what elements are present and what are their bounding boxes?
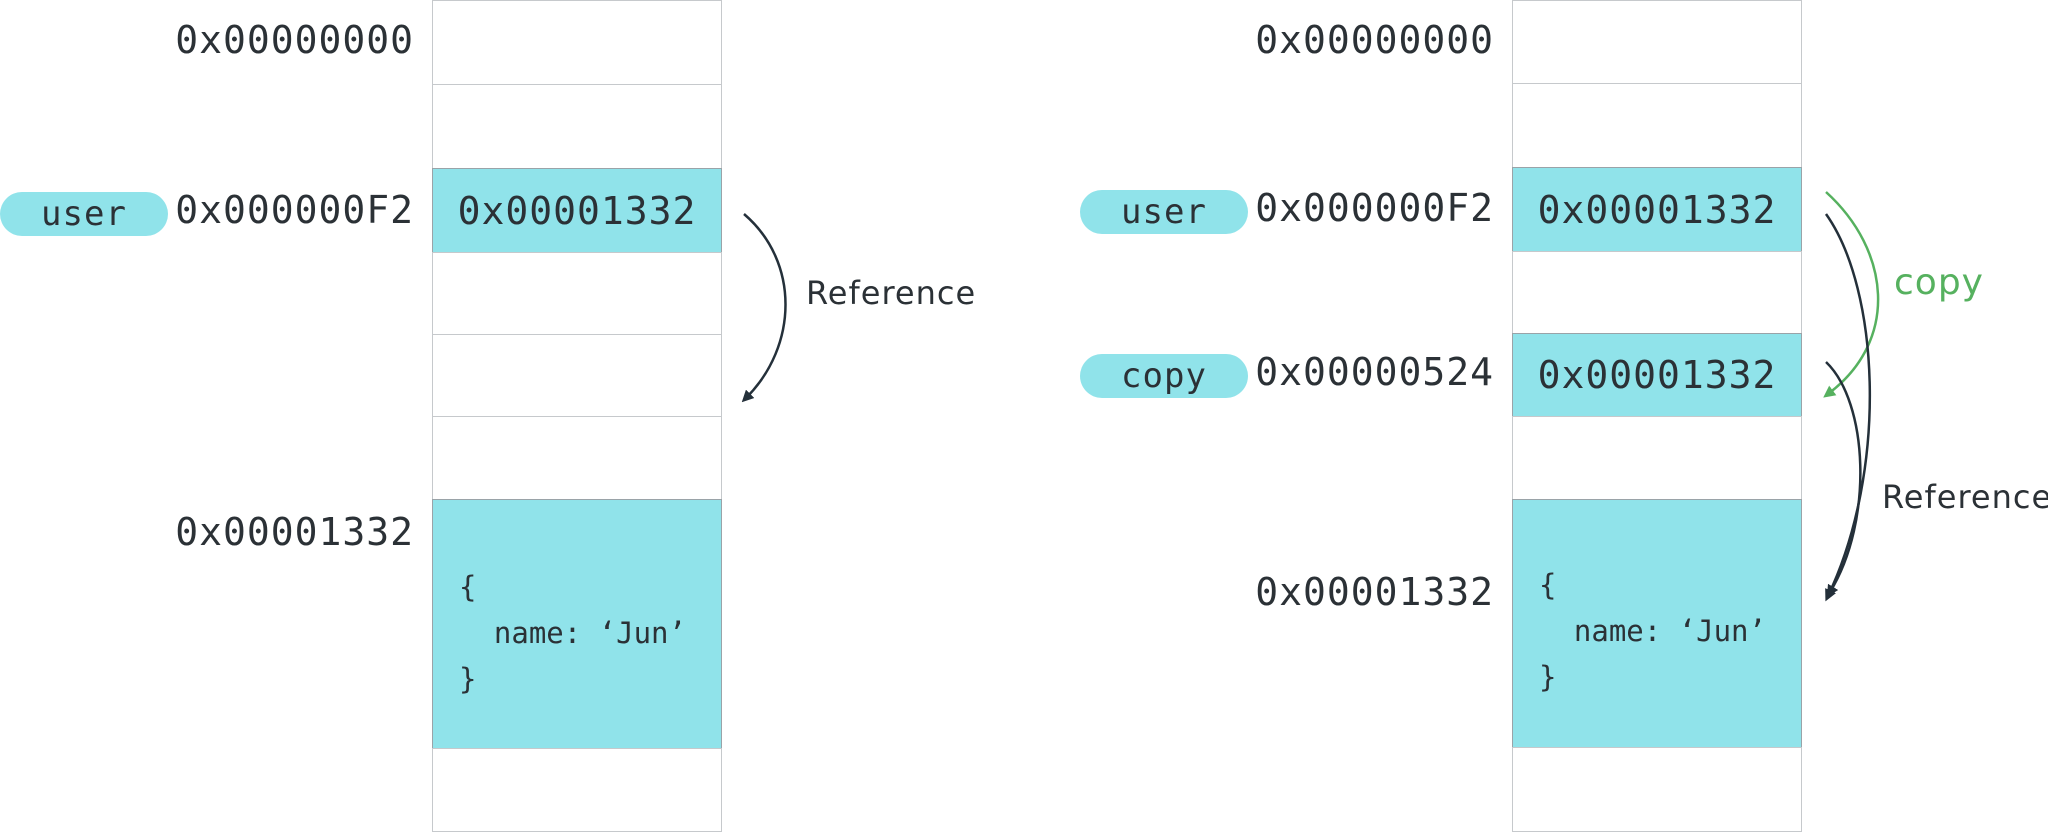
copy-arrow [1823,191,1880,398]
memory-cell-object: { name: ‘Jun’ } [1512,499,1802,748]
memory-cell-copy: 0x00001332 [1512,333,1802,417]
object-line: { [1539,568,1557,602]
variable-pill-user: user [1080,190,1248,234]
address-label: 0x00000000 [1255,18,1494,62]
copy-label: copy [1894,262,1984,303]
memory-cell-object: { name: ‘Jun’ } [432,499,722,749]
memory-column: 0x00001332 0x00001332 { name: ‘Jun’ } [1512,0,1804,832]
address-label: 0x000000F2 [1255,186,1494,230]
memory-cell [432,0,722,85]
memory-column: 0x00001332 { name: ‘Jun’ } [432,0,724,832]
cell-value: 0x00001332 [1537,353,1777,397]
memory-cell-user: 0x00001332 [1512,167,1802,252]
memory-cell [1512,416,1802,500]
memory-cell-user: 0x00001332 [432,168,722,253]
variable-pill-copy: copy [1080,354,1248,398]
object-line: name: ‘Jun’ [1539,614,1766,648]
address-label: 0x000000F2 [175,188,414,232]
memory-cell [432,334,722,417]
reference-arrow [1824,213,1872,602]
address-label: 0x00001332 [175,510,414,554]
object-line: } [459,662,477,696]
object-line: } [1539,660,1557,694]
cell-value: 0x00001332 [457,188,697,233]
memory-cell [432,748,722,832]
reference-arrow [741,213,787,403]
address-label: 0x00000524 [1255,350,1494,394]
object-line: name: ‘Jun’ [459,616,686,650]
object-line: { [459,570,477,604]
address-label: 0x00001332 [1255,570,1494,614]
memory-cell [432,416,722,500]
memory-cell [1512,83,1802,168]
variable-pill-user: user [0,192,168,236]
reference-label: Reference [806,274,977,312]
memory-cell [1512,0,1802,84]
reference-arrow [1825,361,1862,598]
reference-label: Reference [1882,478,2048,516]
address-label: 0x00000000 [175,18,414,62]
cell-value: 0x00001332 [1537,187,1777,232]
memory-cell [432,84,722,169]
